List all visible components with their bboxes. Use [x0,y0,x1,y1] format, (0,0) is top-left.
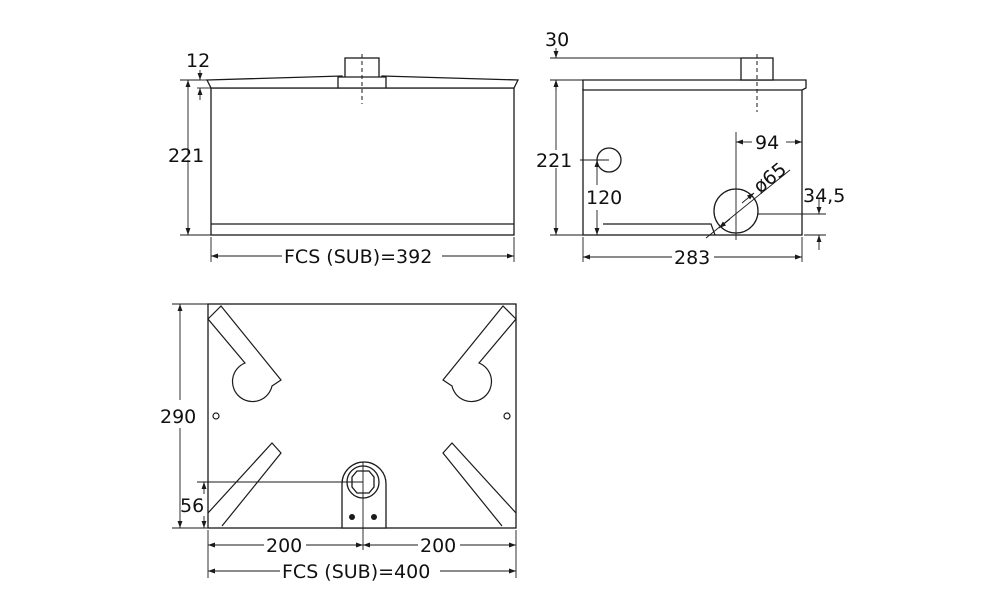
side-view: 30 221 120 94 ø65 34,5 283 [536,29,845,269]
front-height-label: 221 [168,145,204,167]
top-bottom-right-slot [442,442,517,527]
side-base-offset-label: 34,5 [803,185,845,207]
side-height-label: 221 [536,150,572,172]
side-hole-height-label: 120 [586,187,622,209]
top-depth-label: 290 [160,406,196,428]
top-right-half-label: 200 [420,535,456,557]
top-left-keyhole-slot [207,305,282,403]
front-view: 12 221 FCS (SUB)=392 [168,50,520,268]
top-outlet-bolt-right [371,514,377,520]
top-width-label: FCS (SUB)=400 [282,561,430,583]
top-left-half-label: 200 [266,535,302,557]
side-top-offset-label: 30 [545,29,569,51]
top-outlet-offset-label: 56 [180,495,204,517]
side-lid [582,79,807,91]
top-right-keyhole-slot [442,305,517,403]
front-width-label: FCS (SUB)=392 [284,246,432,268]
front-body [210,87,515,236]
side-hole-offset-label: 94 [755,132,779,154]
top-left-mounting-hole [212,412,220,420]
top-bottom-left-slot [207,442,282,527]
front-lid-thickness-label: 12 [186,50,210,72]
side-depth-label: 283 [674,247,710,269]
top-outlet-bolt-left [349,514,355,520]
front-lid [205,75,343,89]
front-lid-right [381,75,520,89]
top-right-mounting-hole [503,412,511,420]
top-view: 290 56 200 200 FCS (SUB)=400 [160,303,517,583]
